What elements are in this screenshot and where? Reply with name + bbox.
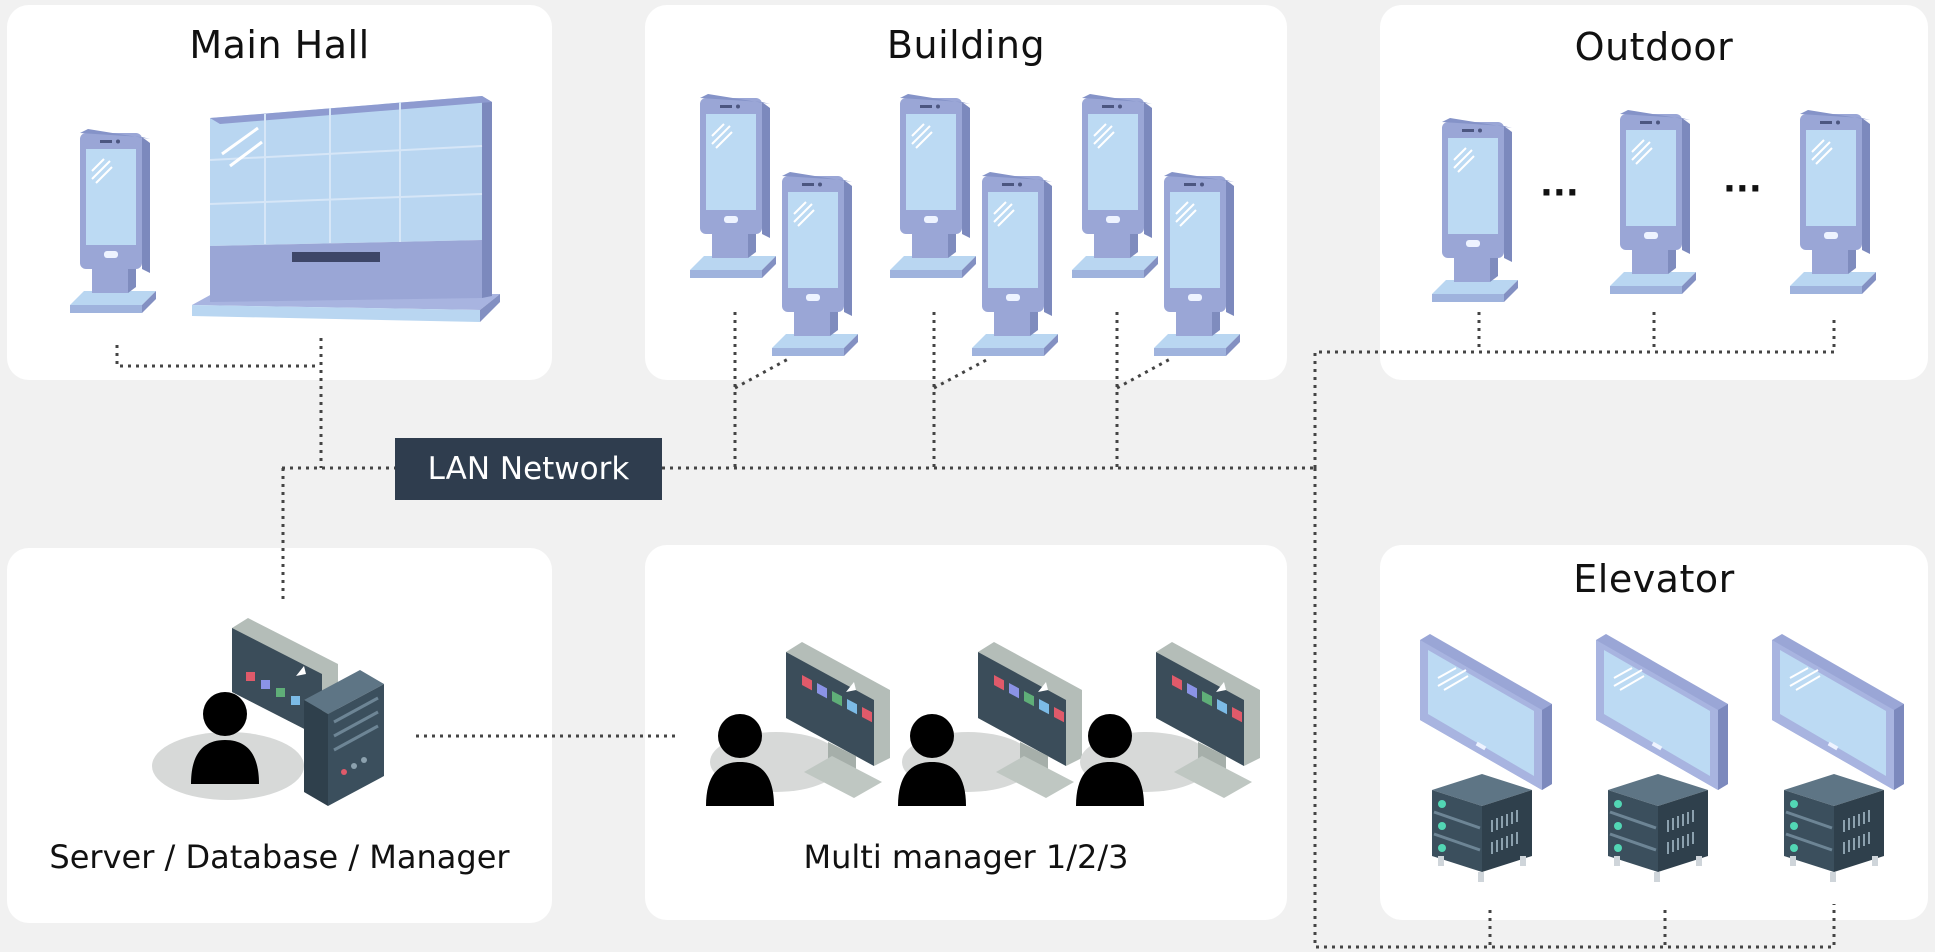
video-wall-icon	[192, 96, 500, 322]
multi-manager-station-icon-3	[1076, 642, 1260, 806]
elevator-monitor-icon-1	[1419, 633, 1553, 791]
outdoor-title: Outdoor	[1574, 25, 1734, 69]
building-kiosk-icon-2	[771, 171, 859, 357]
server-panel: Server / Database / Manager	[7, 548, 552, 923]
multi-manager-station-icon-1	[706, 642, 890, 806]
main-hall-kiosk-icon	[69, 128, 157, 314]
elevator-title: Elevator	[1573, 557, 1735, 601]
server-caption: Server / Database / Manager	[49, 838, 510, 876]
multi-manager-station-icon-2	[898, 642, 1082, 806]
media-player-icon-2	[1606, 772, 1710, 884]
building-kiosk-icon-4	[971, 171, 1059, 357]
elevator-monitor-icon-2	[1595, 633, 1729, 791]
link-lines	[115, 312, 1836, 949]
building-kiosk-icon-6	[1153, 171, 1241, 357]
outdoor-kiosk-icon-2	[1609, 109, 1697, 295]
media-player-icon-3	[1782, 772, 1886, 884]
server-workstation-icon	[152, 618, 384, 806]
building-kiosk-icon-3	[889, 93, 977, 279]
lan-network-badge: LAN Network	[395, 438, 662, 500]
building-title: Building	[886, 23, 1046, 67]
building-kiosk-icon-5	[1071, 93, 1159, 279]
outdoor-ellipsis-1: ···	[1540, 173, 1579, 213]
media-player-icon-1	[1430, 772, 1534, 884]
main-hall-title: Main Hall	[189, 23, 370, 67]
outdoor-kiosk-icon-3	[1789, 109, 1877, 295]
outdoor-ellipsis-2: ···	[1723, 169, 1762, 209]
multi-manager-caption: Multi manager 1/2/3	[803, 838, 1129, 876]
elevator-monitor-icon-3	[1771, 633, 1905, 791]
building-kiosk-icon-1	[689, 93, 777, 279]
outdoor-kiosk-icon-1	[1431, 117, 1519, 303]
